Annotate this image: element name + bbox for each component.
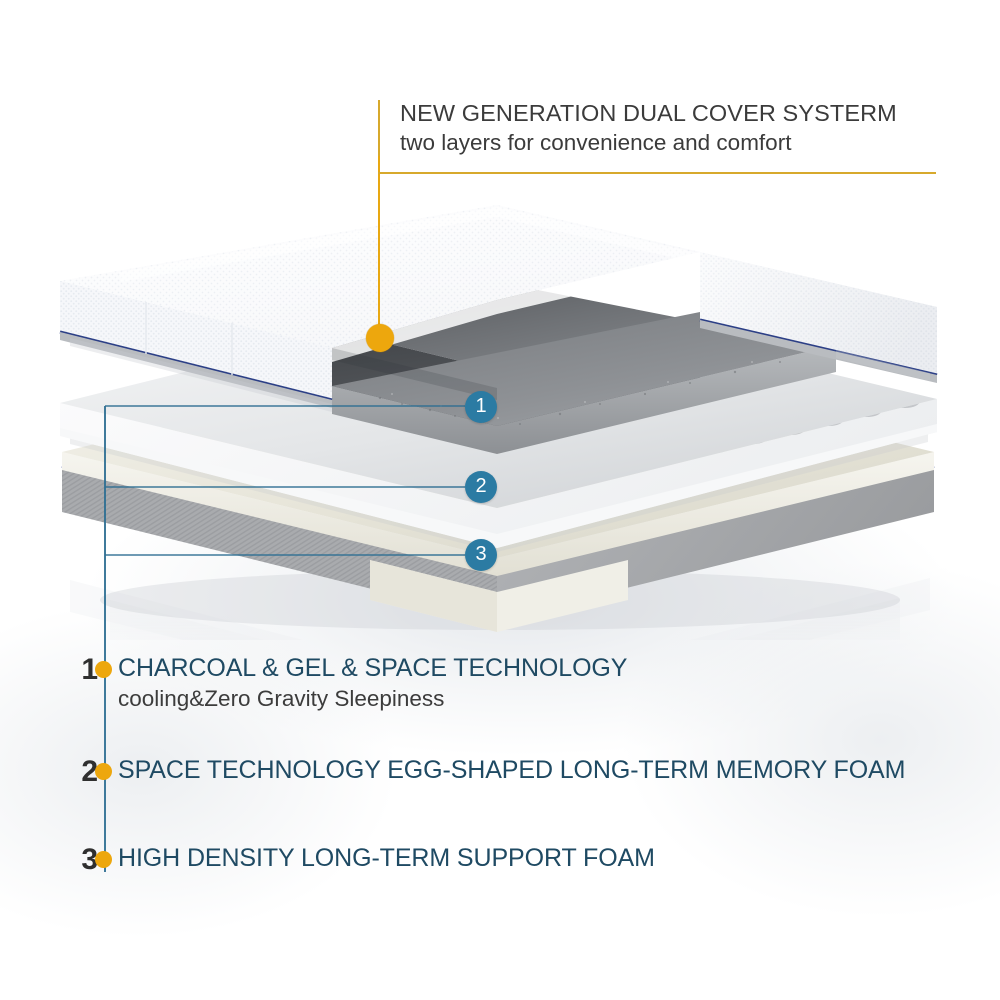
legend-item-1-dot <box>95 661 112 678</box>
legend-item-1-subtitle: cooling&Zero Gravity Sleepiness <box>118 685 445 711</box>
legend-item-3-number: 3 <box>81 843 98 876</box>
diagram-badge-2[interactable]: 2 <box>465 471 497 503</box>
legend-item-1-title: CHARCOAL & GEL & SPACE TECHNOLOGY <box>118 654 628 682</box>
legend-item-2-dot <box>95 763 112 780</box>
legend-item-3-title: HIGH DENSITY LONG-TERM SUPPORT FOAM <box>118 844 655 872</box>
legend-connector-spine <box>104 406 106 872</box>
callout-gold-dot[interactable] <box>366 324 394 352</box>
diagram-badge-1-label: 1 <box>475 395 487 417</box>
top-callout-underline <box>378 172 936 174</box>
legend-item-2-texts: SPACE TECHNOLOGY EGG-SHAPED LONG-TERM ME… <box>118 756 906 785</box>
top-callout-subtitle: two layers for convenience and comfort <box>400 129 792 155</box>
legend-item-2-number: 2 <box>81 755 98 788</box>
legend-item-2-title: SPACE TECHNOLOGY EGG-SHAPED LONG-TERM ME… <box>118 756 906 784</box>
leader-lines <box>105 405 465 556</box>
mattress-reflection <box>70 578 930 640</box>
legend-item-1-number: 1 <box>81 653 98 686</box>
legend-item-1-texts: CHARCOAL & GEL & SPACE TECHNOLOGY coolin… <box>118 654 628 713</box>
layer-top-cover <box>59 205 938 408</box>
diagram-badge-2-label: 2 <box>475 475 487 497</box>
legend-item-2[interactable]: 2 SPACE TECHNOLOGY EGG-SHAPED LONG-TERM … <box>76 755 906 788</box>
legend-item-3-texts: HIGH DENSITY LONG-TERM SUPPORT FOAM <box>118 844 655 873</box>
legend-item-1[interactable]: 1 CHARCOAL & GEL & SPACE TECHNOLOGY cool… <box>76 653 628 713</box>
legend-item-3-dot <box>95 851 112 868</box>
top-callout-text: NEW GENERATION DUAL COVER SYSTERM two la… <box>378 100 938 156</box>
top-callout-title: NEW GENERATION DUAL COVER SYSTERM <box>400 100 897 126</box>
callout-gold-stem <box>378 108 380 340</box>
top-callout: NEW GENERATION DUAL COVER SYSTERM two la… <box>378 100 938 174</box>
diagram-badge-3-label: 3 <box>475 543 487 565</box>
mattress-exploded-illustration <box>59 205 938 640</box>
legend-item-3[interactable]: 3 HIGH DENSITY LONG-TERM SUPPORT FOAM <box>76 843 655 876</box>
diagram-badge-3[interactable]: 3 <box>465 539 497 571</box>
diagram-badge-1[interactable]: 1 <box>465 391 497 423</box>
